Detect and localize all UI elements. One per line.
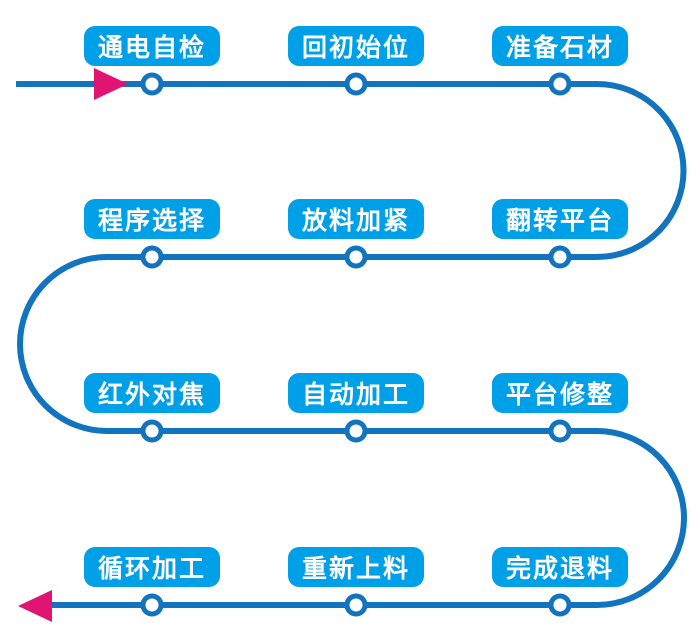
step-box-return-to-home: 回初始位	[288, 26, 424, 66]
flow-start-arrow-icon	[94, 68, 128, 100]
flow-node	[548, 419, 572, 443]
serpentine-flow-line	[16, 81, 687, 608]
flow-node	[140, 419, 164, 443]
step-box-program-select: 程序选择	[84, 199, 220, 239]
step-box-auto-machining: 自动加工	[288, 373, 424, 413]
step-box-power-on-self-check: 通电自检	[84, 26, 220, 66]
step-box-platform-trim: 平台修整	[492, 373, 628, 413]
flow-node	[344, 72, 368, 96]
step-box-finish-unload: 完成退料	[492, 547, 628, 587]
flow-node	[548, 72, 572, 96]
flow-node	[344, 593, 368, 617]
flow-node	[140, 245, 164, 269]
flow-node	[140, 72, 164, 96]
step-box-load-and-clamp: 放料加紧	[288, 199, 424, 239]
flow-node	[344, 419, 368, 443]
flow-node	[140, 593, 164, 617]
step-box-infrared-focus: 红外对焦	[84, 373, 220, 413]
step-box-reload-material: 重新上料	[288, 547, 424, 587]
flow-node	[548, 245, 572, 269]
step-box-flip-platform: 翻转平台	[492, 199, 628, 239]
step-box-cyclic-machining: 循环加工	[84, 547, 220, 587]
flow-end-arrow-icon	[18, 590, 52, 622]
flow-node	[548, 593, 572, 617]
step-box-prepare-stone: 准备石材	[492, 26, 628, 66]
flow-node	[344, 245, 368, 269]
